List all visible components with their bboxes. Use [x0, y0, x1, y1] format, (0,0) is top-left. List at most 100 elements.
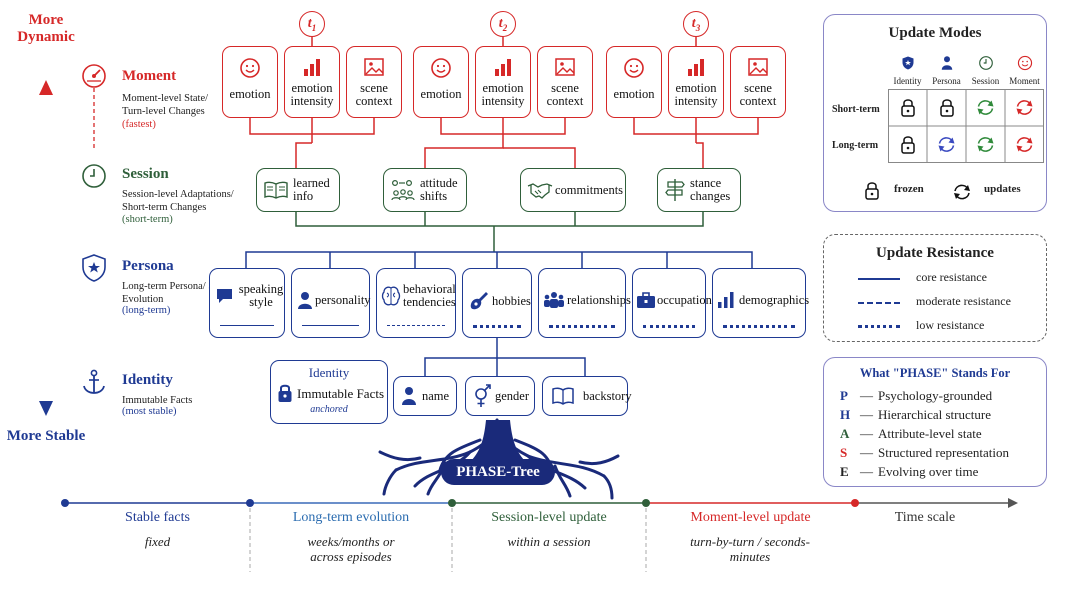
col-label: Moment	[1009, 76, 1040, 86]
persona-node-hobbies: hobbies	[462, 268, 532, 338]
persona-node-personality: personality	[291, 268, 371, 338]
persona-label: speaking style	[238, 282, 284, 309]
refresh-icon	[1016, 100, 1033, 115]
session-label: attitude shifts	[420, 176, 458, 203]
gender-icon	[475, 384, 491, 407]
phase-text: Psychology-grounded	[878, 388, 993, 403]
phase-text: Structured representation	[878, 445, 1010, 460]
bar-chart-icon	[304, 59, 320, 76]
clock-icon	[80, 162, 108, 195]
persona-label: demographics	[739, 292, 810, 307]
legend-frozen: frozen	[894, 183, 924, 195]
moment-label: emotion intensity	[290, 81, 334, 108]
axis-arrow-up	[39, 80, 53, 95]
update-modes-title: Update Modes	[888, 25, 982, 41]
level-desc-moment: Moment-level State/ Turn-level Changes	[122, 93, 209, 117]
legend-dotted-line	[858, 325, 900, 328]
smiley-icon	[1017, 55, 1032, 71]
lock-icon	[865, 182, 879, 200]
guitar-icon	[470, 292, 488, 310]
person-icon	[298, 292, 312, 309]
people-icon	[391, 179, 415, 201]
lock-icon	[901, 99, 915, 117]
shield-icon	[80, 253, 108, 288]
level-sub-persona: (long-term)	[122, 305, 171, 316]
image-icon	[748, 58, 768, 76]
moment-label: emotion	[229, 87, 271, 101]
smiley-icon	[624, 58, 644, 78]
low-resistance-line	[549, 325, 615, 328]
col-session: Session	[966, 55, 1005, 86]
session-node-commitments: commitments	[520, 168, 626, 212]
anchor-icon	[80, 368, 108, 401]
lock-icon	[901, 136, 915, 154]
core-resistance-line	[302, 325, 359, 326]
signpost-icon	[665, 179, 685, 201]
phase-meaning-panel: What "PHASE" Stands For P — Psychology-g…	[823, 357, 1047, 487]
time-marker-1-label: 1	[311, 22, 317, 33]
persona-node-demographics: demographics	[712, 268, 810, 338]
book-icon	[264, 181, 288, 199]
col-label: Session	[971, 76, 1000, 86]
lock-icon	[940, 99, 954, 117]
core-resistance-line	[220, 325, 274, 326]
persona-node-occupation: occupation	[632, 268, 712, 338]
session-node-attitude-shifts: attitude shifts	[383, 168, 467, 212]
lock-icon	[278, 384, 292, 402]
persona-node-behavioral-tendencies: behavioral tendencies	[376, 268, 456, 338]
speech-bubble-icon	[217, 289, 232, 303]
phase-meaning-list: P — Psychology-grounded H — Hierarchical…	[840, 386, 1009, 481]
identity-box-label: Immutable Facts	[297, 385, 385, 401]
low-resistance-line	[723, 325, 795, 328]
phase-meaning-title: What "PHASE" Stands For	[859, 366, 1011, 380]
persona-label: personality	[315, 292, 371, 307]
level-sub-session: (short-term)	[122, 214, 173, 225]
moment-label: emotion	[613, 87, 655, 101]
refresh-icon	[977, 137, 994, 152]
smiley-icon	[431, 58, 451, 78]
phase-text: Evolving over time	[878, 464, 979, 479]
phase-letter: E	[840, 464, 849, 479]
moment-node-emotion: emotion	[606, 46, 662, 118]
open-book-icon	[552, 387, 574, 405]
level-title-persona: Persona	[122, 258, 174, 274]
timeline-desc-long-term: weeks/months or across episodes	[307, 534, 395, 564]
level-title-moment: Moment	[122, 68, 177, 84]
legend-core-label: core resistance	[916, 270, 987, 284]
refresh-icon	[938, 137, 955, 152]
refresh-icon	[977, 100, 994, 115]
persona-label: occupation	[657, 292, 712, 307]
timeline-title-long-term: Long-term evolution	[292, 510, 410, 525]
bar-chart-icon	[718, 292, 734, 308]
col-identity: Identity	[888, 55, 927, 86]
session-node-stance-changes: stance changes	[657, 168, 741, 212]
refresh-icon	[1016, 137, 1033, 152]
row-label-long-term: Long-term	[832, 140, 879, 151]
moment-node-emotion: emotion	[222, 46, 278, 118]
level-desc-session: Session-level Adaptations/ Short-term Ch…	[122, 189, 234, 213]
update-modes-columns: Identity Persona Session Moment	[888, 55, 1044, 86]
refresh-icon	[954, 184, 970, 200]
image-icon	[364, 58, 384, 76]
update-resistance-panel: Update Resistance core resistance modera…	[823, 234, 1047, 342]
axis-arrow-down	[39, 401, 53, 416]
identity-box-sub: anchored	[310, 404, 348, 415]
moment-label: scene context	[355, 81, 393, 108]
phase-text: Hierarchical structure	[878, 407, 991, 422]
persona-node-relationships: relationships	[538, 268, 631, 338]
handshake-icon	[527, 183, 553, 199]
group-icon	[544, 292, 564, 308]
phase-item-s: S — Structured representation	[840, 445, 1010, 460]
persona-node-speaking-style: speaking style	[209, 268, 285, 338]
persona-label: relationships	[567, 292, 631, 307]
tree-root-label: PHASE-Tree	[441, 459, 555, 485]
axis-bottom-label: More Stable	[6, 428, 86, 444]
phase-letter: S	[840, 445, 848, 460]
identity-anchor-box: Identity Immutable Facts anchored	[270, 360, 388, 424]
level-title-identity: Identity	[122, 372, 173, 388]
axis-top-label: More Dynamic	[17, 12, 75, 45]
image-icon	[555, 58, 575, 76]
time-marker-2-label: 2	[502, 22, 508, 33]
timeline-desc-session: within a session	[507, 534, 591, 549]
moment-label: scene context	[739, 81, 777, 108]
